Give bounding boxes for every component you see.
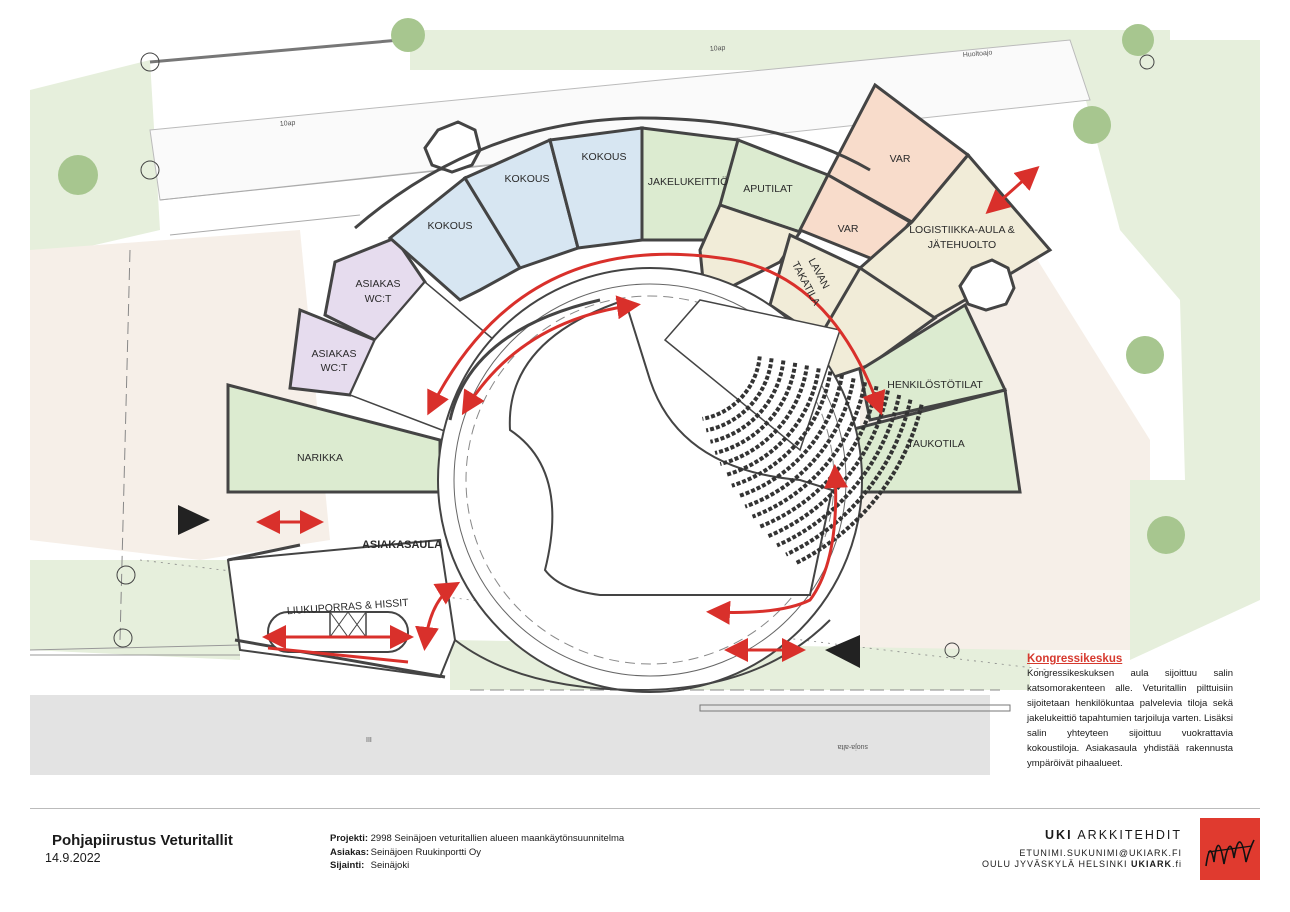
uki-logo: [1200, 818, 1260, 880]
suoja-alta-label: suoja-alta: [838, 743, 868, 750]
info-title: Kongressikeskus: [1027, 653, 1123, 665]
asiakas-key: Asiakas:: [330, 846, 370, 858]
tree-icon: [1147, 516, 1185, 554]
label-wc-1b: WC:T: [321, 362, 348, 374]
label-kokous-1: KOKOUS: [428, 220, 473, 232]
label-narikka: NARIKKA: [297, 452, 343, 464]
road-mark: III: [366, 737, 372, 744]
label-aputilat: APUTILAT: [743, 183, 793, 195]
office-email: ETUNIMI.SUKUNIMI@UKIARK.FI: [1019, 848, 1182, 858]
tree-icon: [391, 18, 425, 52]
sijainti-value: Seinäjoki: [370, 860, 410, 871]
stair-tower-left: [423, 120, 482, 174]
label-kokous-2: KOKOUS: [505, 173, 550, 185]
signature-icon: [1205, 839, 1255, 867]
label-wc-2b: WC:T: [365, 293, 392, 305]
office-name-rest: ARKKITEHDIT: [1072, 828, 1182, 842]
road-label-left: 10ap: [280, 120, 296, 128]
label-kokous-3: KOKOUS: [582, 151, 627, 163]
label-var-1: VAR: [890, 153, 911, 165]
office-cities: OULU JYVÄSKYLÄ HELSINKI: [981, 859, 1131, 869]
label-wc-1a: ASIAKAS: [312, 348, 357, 360]
tree-icon: [1122, 24, 1154, 56]
circulation-arrows: [256, 166, 1040, 664]
drawing-date: 14.9.2022: [45, 851, 101, 865]
seat-row: [705, 358, 774, 433]
label-logistiikka-2: JÄTEHUOLTO: [928, 239, 996, 251]
room-henkilostotilat: [858, 302, 1008, 422]
label-wc-2a: ASIAKAS: [356, 278, 401, 290]
site-green-right: [1070, 40, 1260, 540]
label-asiakasaula: ASIAKASAULA: [362, 539, 442, 551]
office-web-bold: UKIARK: [1130, 859, 1172, 869]
stair-tower-right: [958, 258, 1016, 312]
project-info: Projekti: 2998 Seinäjoen veturitallien a…: [330, 832, 624, 873]
label-jakelukeittio: JAKELUKEITTIÖ: [648, 176, 729, 188]
tree-icon: [1126, 336, 1164, 374]
entrance-triangle-icon: [825, 635, 860, 668]
seat-row: [725, 368, 821, 477]
seat-row: [785, 399, 913, 557]
office-name-bold: UKI: [1045, 828, 1073, 842]
info-box: Kongressikeskus Kongressikeskuksen aula …: [1027, 652, 1233, 771]
projekti-value: 2998 Seinäjoen veturitallien alueen maan…: [370, 833, 625, 844]
asiakas-value: Seinäjoen Ruukinportti Oy: [370, 846, 482, 858]
entrance-triangle-icon: [178, 505, 210, 535]
road-label-top: 10ap: [710, 45, 726, 53]
info-body: Kongressikeskuksen aula sijoittuu salin …: [1027, 668, 1233, 769]
seat-row: [709, 360, 786, 444]
projekti-key: Projekti:: [330, 833, 369, 844]
room-kokous-1: [387, 175, 523, 302]
label-taukotila: TAUKOTILA: [907, 438, 965, 450]
label-var-2: VAR: [838, 223, 859, 235]
seat-row: [714, 362, 798, 455]
tree-icon: [1073, 106, 1111, 144]
tree-icon: [58, 155, 98, 195]
elevator: [329, 611, 367, 638]
huoltoajo-label: Huoltoajo: [963, 49, 993, 59]
room-jake-rear: [698, 203, 803, 303]
site-green-bottom-left: [30, 560, 240, 660]
office-info: UKI ARKKITEHDIT ETUNIMI.SUKUNIMI@UKIARK.…: [981, 828, 1182, 870]
floor-plan: NARIKKA ASIAKAS WC:T ASIAKAS WC:T KOKOUS…: [29, 18, 1260, 775]
drawing-title: Pohjapiirustus Veturitallit: [52, 832, 233, 849]
label-logistiikka-1: LOGISTIIKKA-AULA &: [909, 224, 1015, 236]
title-block: Pohjapiirustus Veturitallit 14.9.2022 Pr…: [0, 808, 1290, 912]
seat-row: [719, 365, 809, 467]
site-green-left: [30, 60, 160, 260]
office-web-rest: .fi: [1171, 859, 1182, 869]
road-bottom: [30, 695, 990, 775]
footer-divider: [30, 808, 1260, 809]
sijainti-key: Sijainti:: [330, 860, 365, 871]
label-henkilostotilat: HENKILÖSTÖTILAT: [887, 379, 983, 391]
